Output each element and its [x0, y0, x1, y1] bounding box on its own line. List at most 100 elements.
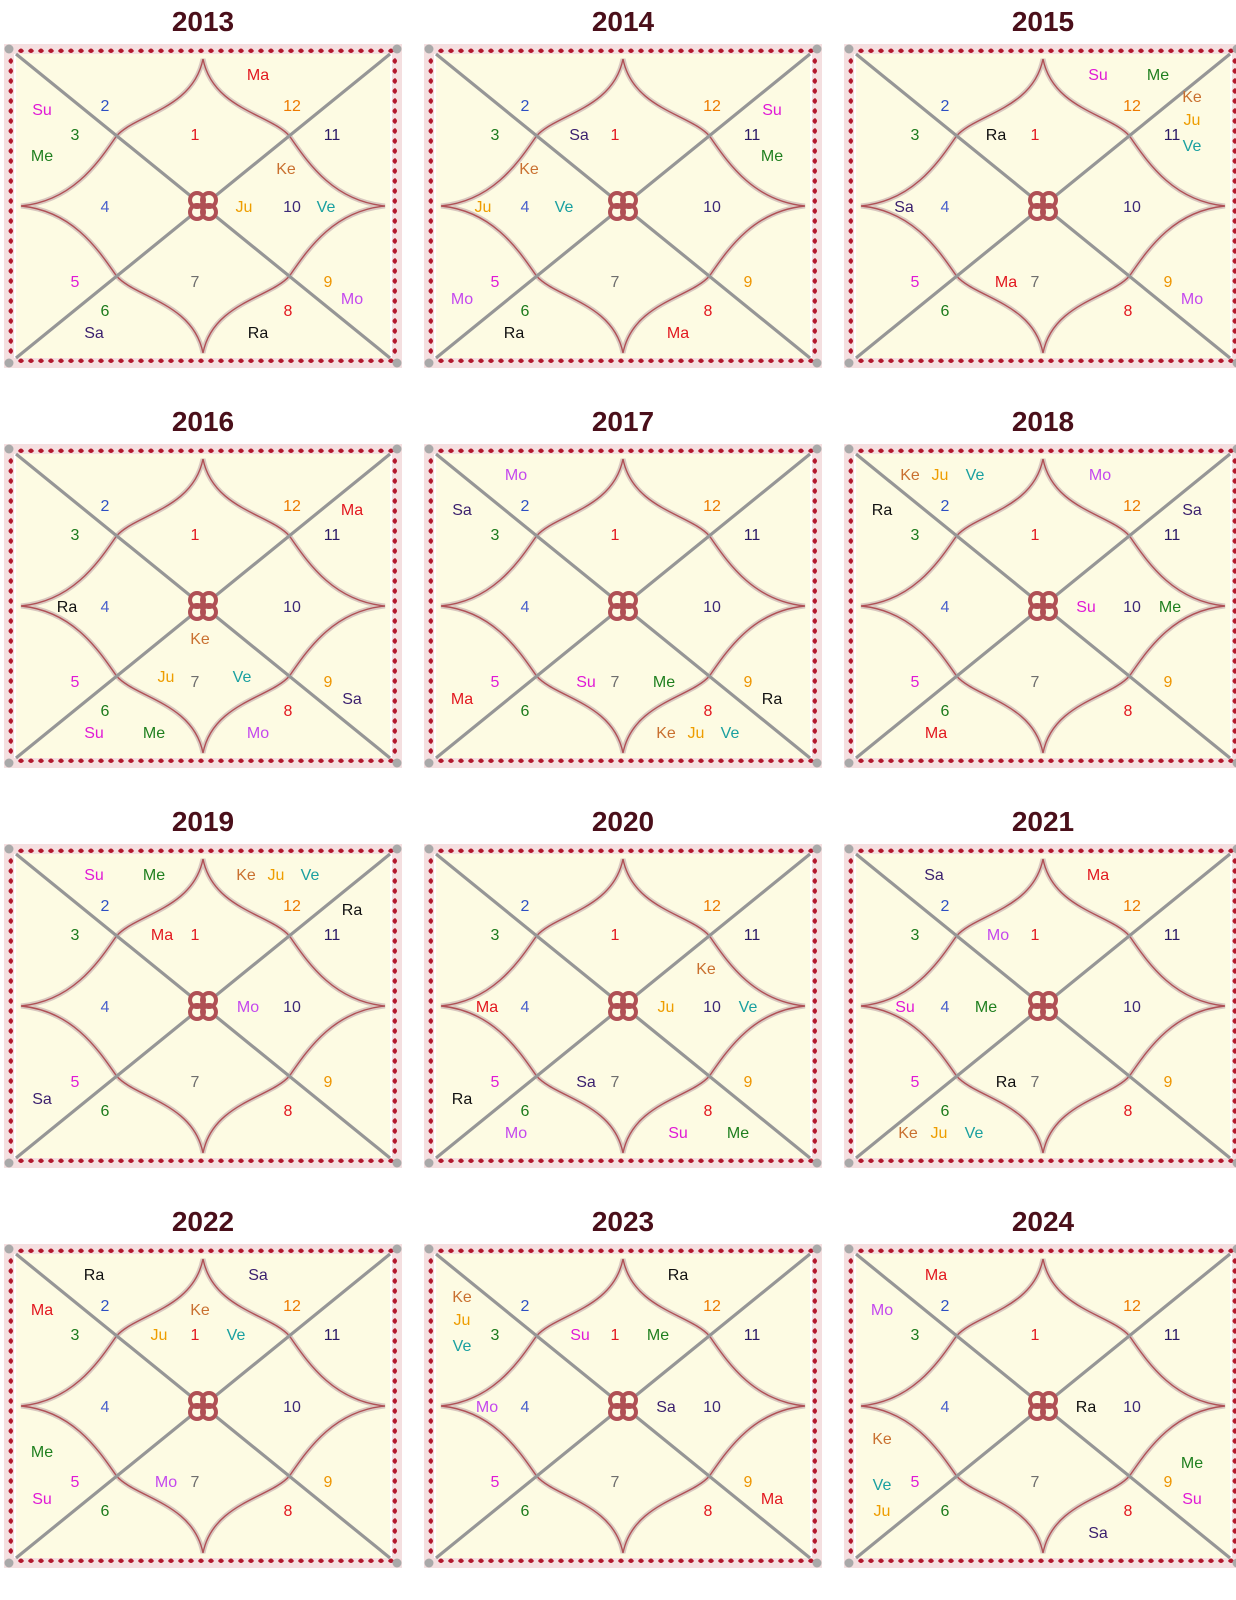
center-knot-icon: [1028, 191, 1058, 221]
house-number-1: 1: [1031, 1327, 1040, 1344]
planet-ke-house-10: Ke: [696, 961, 716, 978]
house-number-12: 12: [283, 98, 301, 115]
house-number-9: 9: [1164, 1474, 1173, 1491]
center-knot-icon: [608, 1391, 638, 1421]
planet-me-house-3: Me: [31, 148, 53, 165]
house-number-4: 4: [521, 999, 530, 1016]
house-number-2: 2: [101, 1298, 110, 1315]
planet-ra-house-11: Ra: [342, 902, 363, 919]
house-number-12: 12: [1123, 1298, 1141, 1315]
house-number-8: 8: [1124, 303, 1133, 320]
planet-su-house-10: Su: [1076, 599, 1096, 616]
house-number-9: 9: [324, 674, 333, 691]
house-number-8: 8: [284, 1103, 293, 1120]
house-number-10: 10: [283, 199, 301, 216]
planet-ju-house-7: Ju: [688, 725, 705, 742]
house-number-2: 2: [941, 498, 950, 515]
house-number-8: 8: [704, 1503, 713, 1520]
chart-year-title: 2018: [844, 406, 1236, 438]
house-number-4: 4: [941, 1399, 950, 1416]
planet-sa-house-10: Sa: [656, 1399, 676, 1416]
planet-ma-house-1: Ma: [925, 1267, 947, 1284]
planet-ra-house-4: Ra: [57, 599, 78, 616]
house-number-2: 2: [521, 98, 530, 115]
planet-mo-house-9: Mo: [1181, 291, 1203, 308]
house-number-6: 6: [941, 703, 950, 720]
planet-su-house-7: Su: [668, 1125, 688, 1142]
house-number-4: 4: [101, 1399, 110, 1416]
planet-ve-house-10: Ve: [739, 999, 758, 1016]
chart-year-title: 2014: [424, 6, 822, 38]
planet-mo-house-1: Mo: [1089, 467, 1111, 484]
planet-ra-house-1: Ra: [986, 127, 1007, 144]
house-number-10: 10: [283, 999, 301, 1016]
house-number-12: 12: [1123, 898, 1141, 915]
planet-sa-house-1: Sa: [248, 1267, 268, 1284]
house-number-7: 7: [1031, 1474, 1040, 1491]
house-number-6: 6: [941, 303, 950, 320]
house-number-11: 11: [1164, 1327, 1181, 1344]
house-number-10: 10: [703, 1399, 721, 1416]
house-number-12: 12: [283, 1298, 301, 1315]
house-number-4: 4: [521, 199, 530, 216]
planet-ma-house-7: Ma: [995, 274, 1017, 291]
house-number-6: 6: [521, 1503, 530, 1520]
house-number-4: 4: [101, 999, 110, 1016]
house-number-2: 2: [101, 498, 110, 515]
planet-me-house-11: Me: [761, 148, 783, 165]
house-number-11: 11: [1164, 927, 1181, 944]
planet-sa-house-4: Sa: [894, 199, 914, 216]
planet-ve-house-11: Ve: [1183, 138, 1202, 155]
planet-ju-house-1: Ju: [932, 467, 949, 484]
planet-ju-house-10: Ju: [236, 199, 253, 216]
planet-ke-house-3: Ke: [452, 1289, 472, 1306]
house-number-4: 4: [521, 599, 530, 616]
planet-ra-house-5: Ra: [452, 1091, 473, 1108]
house-number-4: 4: [941, 199, 950, 216]
center-knot-icon: [188, 991, 218, 1021]
house-number-12: 12: [1123, 98, 1141, 115]
house-number-9: 9: [744, 1474, 753, 1491]
house-number-2: 2: [521, 898, 530, 915]
planet-su-house-1: Su: [1088, 67, 1108, 84]
chart-year-title: 2020: [424, 806, 822, 838]
house-number-7: 7: [611, 674, 620, 691]
center-knot-icon: [188, 191, 218, 221]
planet-ve-house-10: Ve: [317, 199, 336, 216]
planet-ke-house-1: Ke: [236, 867, 256, 884]
planet-ma-house-11: Ma: [341, 502, 363, 519]
center-knot-icon: [188, 591, 218, 621]
house-number-6: 6: [101, 703, 110, 720]
house-number-10: 10: [283, 1399, 301, 1416]
house-number-12: 12: [703, 898, 721, 915]
house-number-10: 10: [1123, 1399, 1141, 1416]
planet-me-house-9: Me: [1181, 1455, 1203, 1472]
house-number-1: 1: [611, 127, 620, 144]
house-number-3: 3: [911, 127, 920, 144]
planet-ra-house-1: Ra: [84, 1267, 105, 1284]
planet-mo-house-6: Mo: [505, 1125, 527, 1142]
house-number-10: 10: [1123, 999, 1141, 1016]
planet-sa-house-9: Sa: [342, 691, 362, 708]
planet-me-house-1: Me: [143, 867, 165, 884]
chart-year-title: 2016: [4, 406, 402, 438]
planet-su-house-4: Su: [895, 999, 915, 1016]
planet-me-house-7: Me: [143, 725, 165, 742]
house-number-10: 10: [1123, 599, 1141, 616]
planet-mo-house-4: Mo: [476, 1399, 498, 1416]
house-number-3: 3: [911, 1327, 920, 1344]
house-number-2: 2: [521, 498, 530, 515]
house-number-3: 3: [491, 927, 500, 944]
planet-ve-house-1: Ve: [301, 867, 320, 884]
house-number-4: 4: [941, 599, 950, 616]
house-number-5: 5: [911, 1074, 920, 1091]
planet-su-house-6: Su: [84, 725, 104, 742]
house-number-8: 8: [704, 1103, 713, 1120]
